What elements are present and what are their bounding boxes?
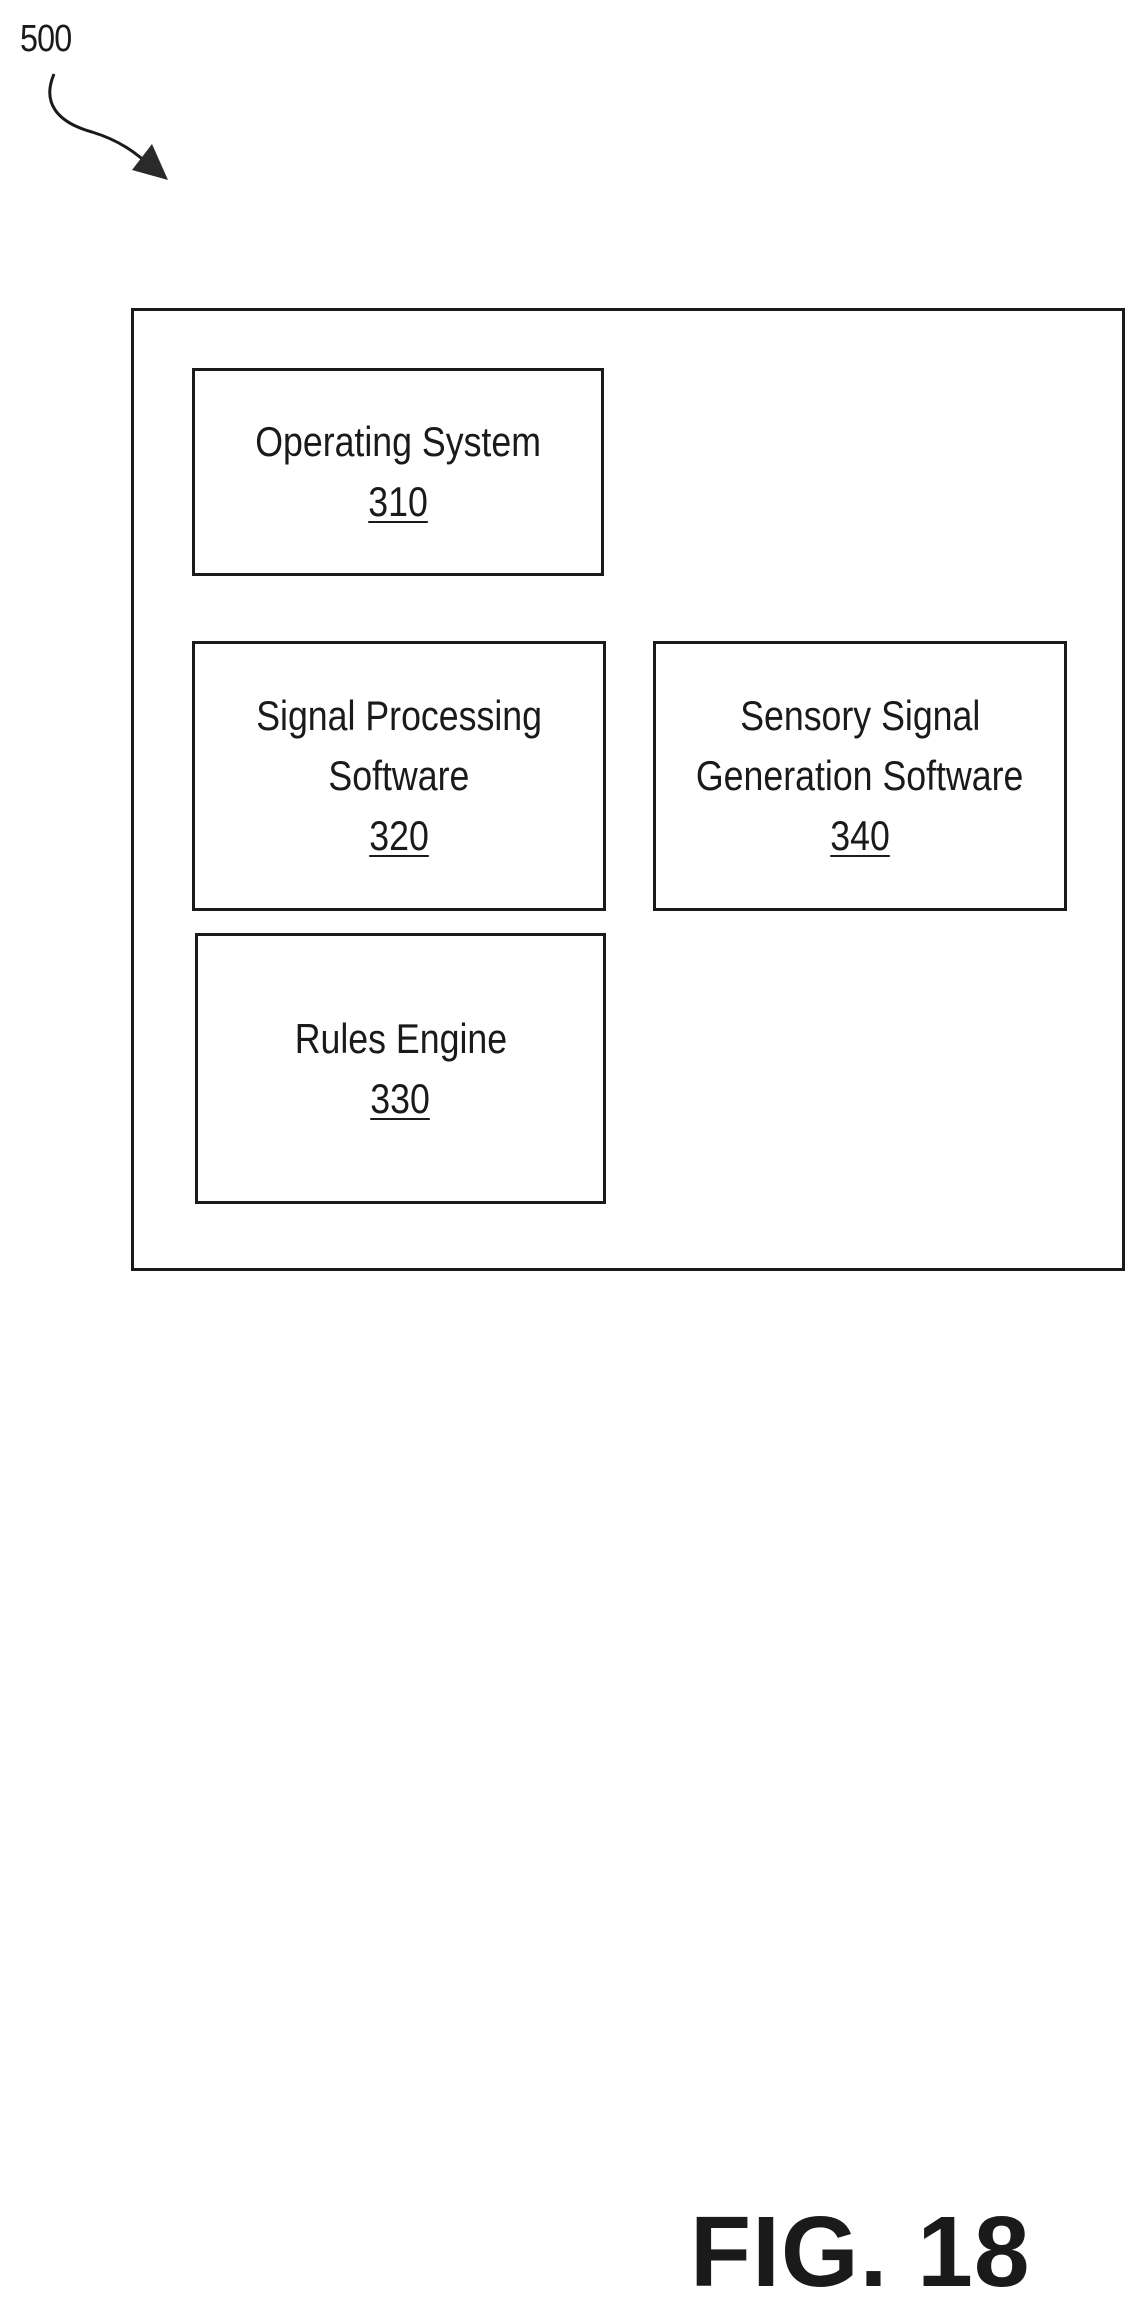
figure-label: FIG. 18 — [690, 2195, 1030, 2310]
operating-system-label: Operating System — [255, 412, 541, 472]
signal-processing-label-line1: Signal Processing — [256, 686, 542, 746]
operating-system-block: Operating System 310 — [192, 368, 604, 576]
signal-processing-software-block: Signal Processing Software 320 — [192, 641, 606, 911]
operating-system-ref: 310 — [368, 472, 428, 532]
rules-engine-block: Rules Engine 330 — [195, 933, 606, 1204]
sensory-signal-generation-software-block: Sensory Signal Generation Software 340 — [653, 641, 1067, 911]
leader-arrow-icon — [40, 66, 180, 186]
signal-processing-ref: 320 — [369, 806, 429, 866]
sensory-signal-label-line1: Sensory Signal — [740, 686, 980, 746]
sensory-signal-label-line2: Generation Software — [696, 746, 1023, 806]
signal-processing-label-line2: Software — [329, 746, 470, 806]
sensory-signal-ref: 340 — [830, 806, 890, 866]
reference-number-500: 500 — [20, 18, 71, 61]
rules-engine-ref: 330 — [371, 1069, 431, 1129]
rules-engine-label: Rules Engine — [294, 1009, 506, 1069]
